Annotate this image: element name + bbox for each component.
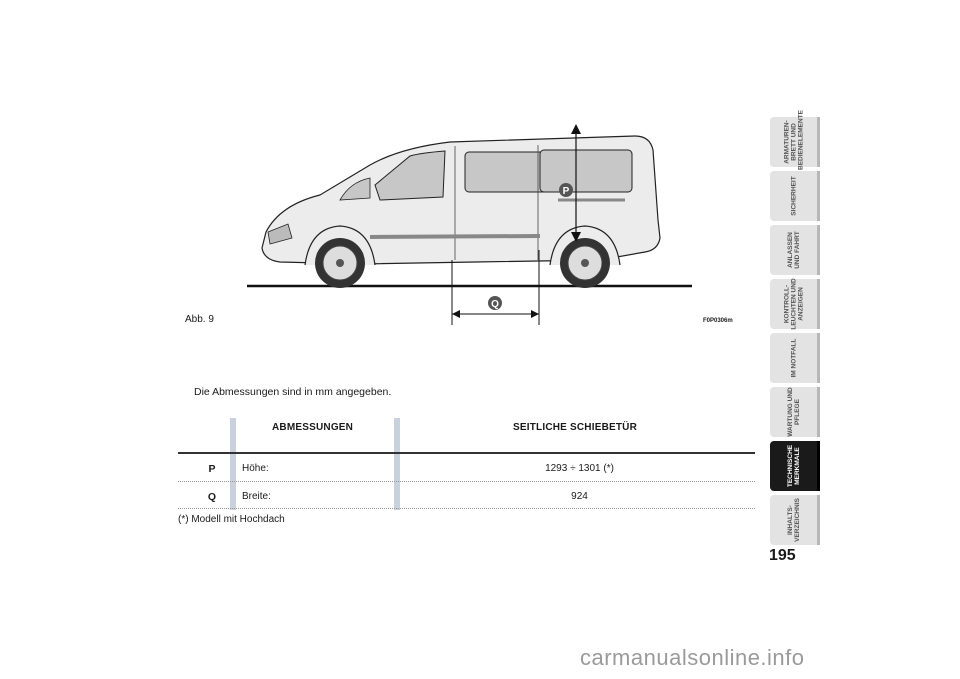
tab-technische-merkmale[interactable]: TECHNISCHE MERKMALE (770, 441, 820, 491)
table-header-dimensions: ABMESSUNGEN (272, 422, 354, 433)
tab-armaturenbrett[interactable]: ARMATUREN- BRETT UND BEDIENELEMENTE (770, 110, 820, 170)
table-column-divider (230, 418, 236, 510)
table-row-rule (178, 481, 755, 482)
tab-anlassen[interactable]: ANLASSEN UND FAHRT (770, 225, 820, 275)
figure-code: F0P0306m (703, 318, 733, 324)
marker-p-circle (559, 183, 573, 197)
page-number: 195 (769, 547, 796, 564)
row-label-height: Höhe: (242, 463, 269, 474)
tab-label: WARTUNG UND PFLEGE (786, 387, 801, 437)
tab-label: IM NOTFALL (790, 338, 797, 378)
marker-q-circle (488, 296, 502, 310)
tab-label: TECHNISCHE MERKMALE (786, 444, 801, 488)
tab-sicherheit[interactable]: SICHERHEIT (770, 171, 820, 221)
front-wheel (315, 238, 365, 288)
tab-inhaltsverzeichnis[interactable]: INHALTS- VERZEICHNIS (770, 495, 820, 545)
footnote: (*) Modell mit Hochdach (178, 514, 285, 525)
row-letter-q: Q (207, 491, 217, 503)
row-letter-p: P (208, 463, 216, 475)
row-value-height: 1293 ÷ 1301 (*) (545, 463, 614, 474)
tab-label: KONTROLL- LEUCHTEN UND ANZEIGEN (783, 278, 804, 330)
tab-label: SICHERHEIT (790, 176, 797, 216)
watermark: carmanualsonline.info (580, 645, 805, 670)
table-header-sliding-door: SEITLICHE SCHIEBETÜR (513, 422, 638, 433)
row-value-width: 924 (571, 491, 588, 502)
tab-kontrollleuchten[interactable]: KONTROLL- LEUCHTEN UND ANZEIGEN (770, 278, 820, 330)
dimension-q-arrow (452, 310, 539, 318)
figure-caption: Abb. 9 (185, 314, 214, 325)
dimension-p-arrow (571, 124, 581, 242)
table-header-rule (178, 452, 755, 454)
table-column-divider (394, 418, 400, 510)
tab-label: INHALTS- VERZEICHNIS (786, 498, 801, 542)
row-label-width: Breite: (242, 491, 271, 502)
intro-text: Die Abmessungen sind in mm angegeben. (194, 386, 392, 398)
tab-label: ANLASSEN UND FAHRT (786, 231, 801, 269)
marker-p-label: P (563, 186, 570, 197)
rear-wheel (560, 238, 610, 288)
tab-im-notfall[interactable]: IM NOTFALL (770, 333, 820, 383)
tab-wartung[interactable]: WARTUNG UND PFLEGE (770, 387, 820, 437)
dimensions-table: ABMESSUNGEN SEITLICHE SCHIEBETÜR P Höhe:… (178, 418, 755, 510)
table-row-rule (178, 508, 755, 509)
van-side-view-illustration: P Q (247, 124, 692, 325)
tab-label: ARMATUREN- BRETT UND BEDIENELEMENTE (783, 110, 804, 170)
marker-q-label: Q (491, 299, 499, 310)
